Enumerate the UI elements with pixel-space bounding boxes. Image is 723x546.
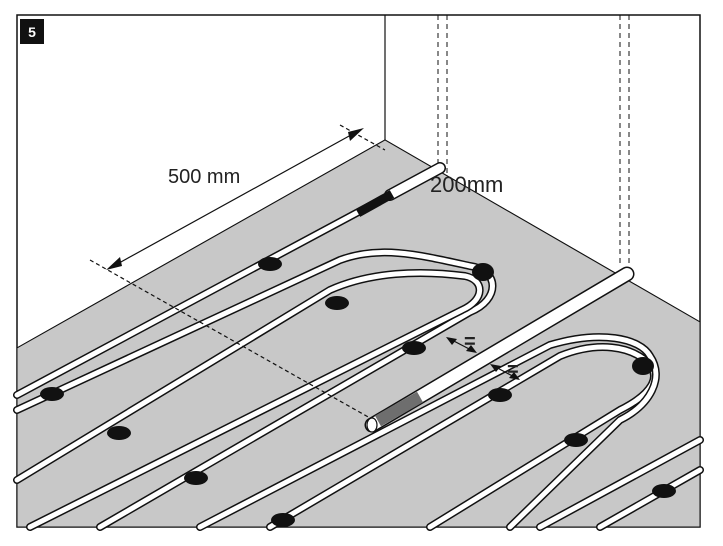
- clip: [184, 471, 208, 485]
- clip-bend: [472, 263, 494, 281]
- equal-mark-1: =: [464, 331, 476, 353]
- sleeve-top: [355, 190, 395, 217]
- pipe-clips: [40, 257, 676, 527]
- pipe-supply-line: [13, 191, 394, 399]
- loose-pipe: [364, 266, 635, 433]
- step-number: 5: [28, 24, 36, 40]
- pipe-left-loop: [13, 248, 497, 531]
- clip: [564, 433, 588, 447]
- pipe-end-top: [355, 162, 446, 217]
- heating-pipes: [13, 191, 704, 531]
- clip: [402, 341, 426, 355]
- wall-dashed-lines: [437, 15, 630, 271]
- clip: [325, 296, 349, 310]
- clip-bend: [632, 357, 654, 375]
- dimension-arrowheads: [106, 128, 520, 380]
- length-dimension-line: [109, 129, 361, 269]
- equal-mark-2: =: [507, 359, 519, 381]
- clip: [258, 257, 282, 271]
- step-badge: 5: [20, 19, 44, 44]
- clip: [40, 387, 64, 401]
- floor-surface: [16, 139, 701, 528]
- clip: [271, 513, 295, 527]
- pipe-outer-run: [536, 436, 704, 531]
- length-dimension-label: 500 mm: [168, 166, 240, 188]
- clip: [652, 484, 676, 498]
- clip: [488, 388, 512, 402]
- clip: [107, 426, 131, 440]
- gap-dimension-label: 200mm: [430, 172, 503, 197]
